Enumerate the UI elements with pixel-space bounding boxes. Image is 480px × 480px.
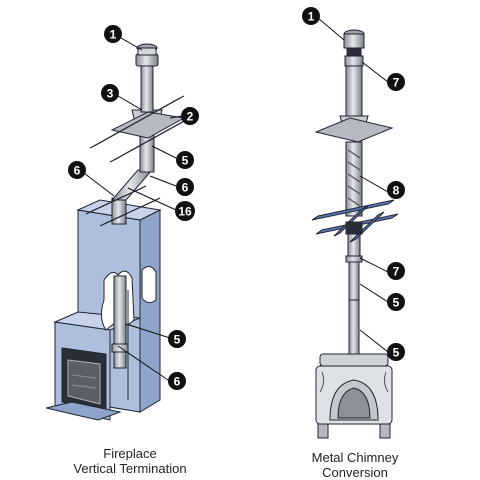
callout-badge: 5	[168, 330, 186, 348]
callout-badge: 5	[387, 293, 405, 311]
callout-badge: 5	[387, 343, 405, 361]
callout-badge: 1	[104, 25, 122, 43]
svg-text:2: 2	[187, 110, 194, 124]
fireplace-chase	[45, 199, 162, 421]
left-caption-line1: Fireplace	[103, 446, 157, 461]
callout-badge: 6	[68, 161, 86, 179]
wood-stove	[315, 353, 393, 439]
stove-support-brackets	[311, 199, 399, 243]
callout-badge: 8	[387, 181, 405, 199]
callout-badge: 3	[101, 84, 119, 102]
svg-text:7: 7	[393, 265, 400, 279]
fireplace-vent-pipe	[110, 43, 186, 369]
svg-text:6: 6	[174, 375, 181, 389]
left-caption-line2: Vertical Termination	[73, 461, 187, 476]
callout-badge: 5	[176, 151, 194, 169]
fireplace-support-brackets	[85, 95, 191, 227]
callout-badge: 7	[387, 73, 405, 91]
leader-lines	[83, 17, 389, 381]
callout-badge: 16	[175, 201, 195, 221]
right-caption-line2: Conversion	[322, 465, 388, 480]
svg-text:1: 1	[308, 10, 315, 24]
callout-badge: 1	[302, 7, 320, 25]
left-caption: Fireplace Vertical Termination	[40, 446, 220, 476]
left-callouts: 1 3 2 5 6 6 16 5 6	[68, 25, 199, 390]
right-callouts: 1 7 8 7 5 5	[302, 7, 405, 361]
stove-vent-pipe	[314, 29, 394, 355]
svg-text:5: 5	[174, 333, 181, 347]
svg-text:6: 6	[74, 164, 81, 178]
svg-text:7: 7	[393, 76, 400, 90]
svg-text:3: 3	[107, 87, 114, 101]
right-caption-line1: Metal Chimney	[311, 450, 399, 465]
callout-badge: 7	[387, 262, 405, 280]
callout-badge: 6	[176, 178, 194, 196]
svg-text:1: 1	[110, 28, 117, 42]
svg-text:16: 16	[178, 205, 192, 219]
callout-badge: 2	[181, 107, 199, 125]
svg-text:5: 5	[393, 296, 400, 310]
svg-text:5: 5	[393, 346, 400, 360]
svg-text:6: 6	[182, 181, 189, 195]
right-caption: Metal Chimney Conversion	[280, 450, 430, 480]
callout-badge: 6	[168, 372, 186, 390]
svg-text:5: 5	[182, 154, 189, 168]
svg-text:8: 8	[393, 184, 400, 198]
